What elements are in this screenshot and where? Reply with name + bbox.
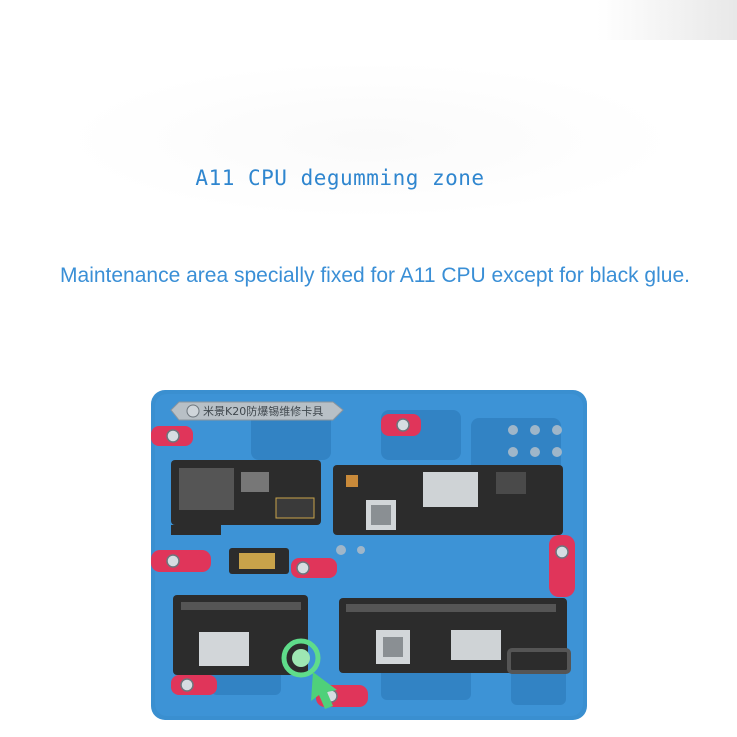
logic-board-bottom-right (339, 598, 567, 673)
background-glow (60, 60, 680, 220)
frame-bottom-right (507, 648, 571, 674)
caption-text: Maintenance area specially fixed for A11… (60, 264, 690, 287)
fixture-illustration: 米景K20防爆锡维修卡具 (151, 390, 587, 720)
small-board-middle (229, 548, 289, 574)
highlight-ring (281, 638, 337, 709)
logic-board-top-left (171, 460, 321, 535)
zone-title: A11 CPU degumming zone (195, 166, 485, 190)
brand-plate-label: 米景K20防爆锡维修卡具 (203, 404, 323, 418)
logic-board-bottom-left (173, 595, 308, 675)
logic-board-top-right (333, 465, 563, 535)
screw-group (166, 418, 569, 703)
brand-plate (170, 401, 344, 421)
repair-fixture-photo: 米景K20防爆锡维修卡具 (151, 390, 587, 720)
corner-shade (597, 0, 737, 40)
